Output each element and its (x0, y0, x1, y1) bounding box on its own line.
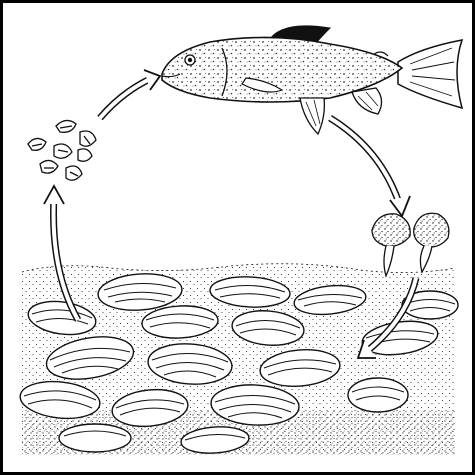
mussel-shell (348, 378, 408, 412)
mussel-shell (59, 424, 131, 452)
